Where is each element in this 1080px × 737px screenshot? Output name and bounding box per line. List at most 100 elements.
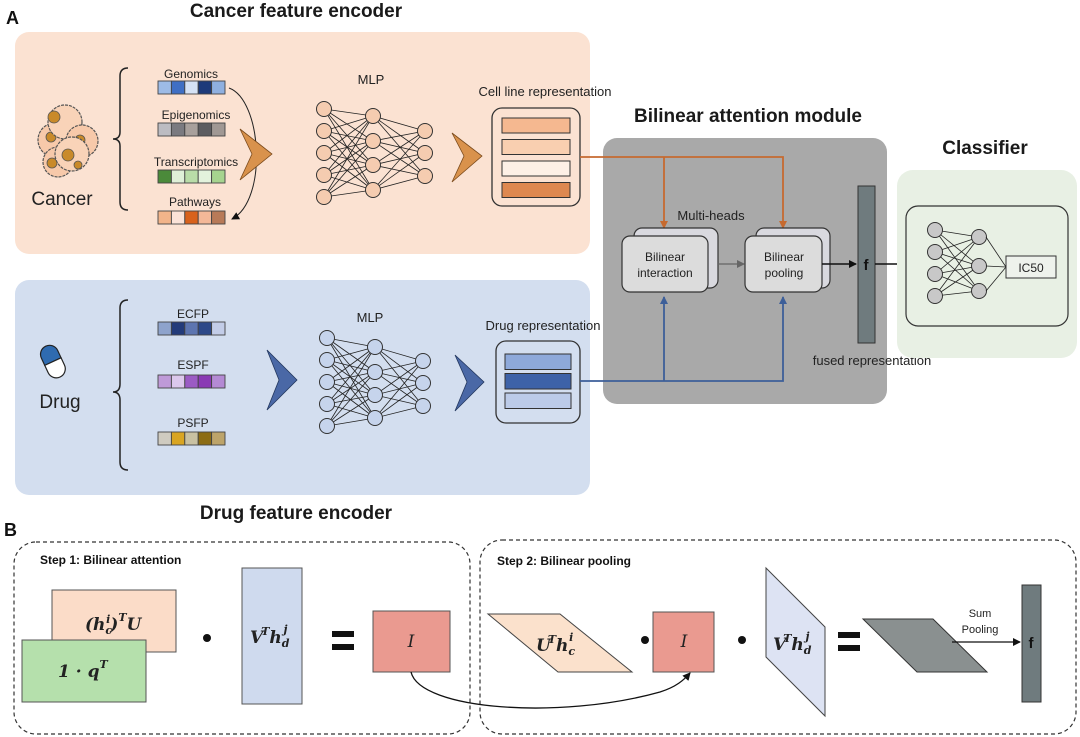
network-edge bbox=[372, 152, 426, 191]
drug-term-formula: VThdj bbox=[250, 623, 290, 650]
network-edge bbox=[323, 108, 374, 166]
step2-title: Step 2: Bilinear pooling bbox=[497, 554, 631, 568]
interaction-map-i bbox=[652, 611, 715, 673]
ic50-output-box bbox=[1005, 255, 1057, 279]
representation-slot bbox=[501, 182, 571, 198]
classifier-network bbox=[927, 222, 1007, 304]
network-edge bbox=[326, 394, 376, 427]
network-edge bbox=[934, 236, 980, 297]
feature-cell bbox=[170, 374, 186, 389]
feature-cell bbox=[211, 210, 226, 225]
network-edge bbox=[372, 130, 426, 142]
network-node bbox=[316, 123, 332, 139]
feature-cell bbox=[157, 122, 172, 137]
network-edge bbox=[372, 115, 426, 177]
feature-cell bbox=[170, 80, 186, 95]
network-edge bbox=[326, 403, 376, 419]
feature-vector-espf bbox=[157, 374, 226, 389]
feature-cell bbox=[211, 122, 226, 137]
cell-line-representation-label: Cell line representation bbox=[479, 84, 612, 99]
representation-slot bbox=[504, 353, 572, 370]
feature-cell bbox=[197, 431, 213, 446]
network-node bbox=[415, 398, 431, 414]
fused-output-symbol: f bbox=[1029, 635, 1035, 652]
network-node bbox=[365, 157, 381, 173]
interaction-map-label: I bbox=[407, 632, 415, 652]
network-edge bbox=[326, 337, 376, 419]
network-edge bbox=[326, 337, 376, 373]
feature-label-espf: ESPF bbox=[177, 358, 208, 372]
network-node bbox=[316, 167, 332, 183]
network-edge bbox=[374, 360, 424, 396]
right-term-parallelogram bbox=[765, 566, 826, 718]
sum-pooling-label-line1: Sum bbox=[969, 608, 992, 620]
panel-b-letter: B bbox=[4, 520, 17, 540]
network-edge bbox=[323, 108, 374, 117]
feature-cell bbox=[197, 374, 213, 389]
feature-cell bbox=[170, 122, 186, 137]
network-edge bbox=[372, 164, 426, 177]
feature-vector-ecfp bbox=[157, 321, 226, 336]
network-node bbox=[417, 168, 433, 184]
network-edge bbox=[323, 115, 374, 198]
drug-encoder-title: Drug feature encoder bbox=[200, 503, 393, 524]
network-node bbox=[367, 387, 383, 403]
feature-vector-epigenomics bbox=[157, 122, 226, 137]
network-edge bbox=[326, 346, 376, 361]
network-edge bbox=[934, 229, 980, 292]
network-edge bbox=[372, 140, 426, 154]
step1-container bbox=[13, 541, 471, 735]
feature-vector-genomics bbox=[157, 80, 226, 95]
network-node bbox=[417, 145, 433, 161]
feature-label-pathways: Pathways bbox=[169, 195, 221, 209]
network-edge bbox=[323, 140, 374, 176]
cancer-mlp-network bbox=[316, 101, 433, 205]
representation-slot bbox=[501, 139, 571, 155]
network-edge bbox=[326, 371, 376, 427]
representation-slot bbox=[501, 160, 571, 177]
network-node bbox=[971, 283, 987, 299]
network-node bbox=[927, 288, 943, 304]
network-node bbox=[319, 352, 335, 368]
fused-symbol: f bbox=[864, 257, 870, 274]
network-edge bbox=[374, 405, 424, 419]
q-term-matrix bbox=[21, 639, 147, 703]
cell-line-representation-bars bbox=[501, 117, 571, 198]
feature-cell bbox=[157, 321, 172, 336]
feature-cell bbox=[197, 210, 213, 225]
feature-cell bbox=[157, 169, 172, 184]
bilinear-pooling-label-line1: Bilinear bbox=[764, 250, 804, 264]
network-edge bbox=[374, 346, 424, 407]
network-node bbox=[367, 339, 383, 355]
step1-title: Step 1: Bilinear attention bbox=[40, 553, 181, 567]
panel-a-letter: A bbox=[6, 8, 19, 28]
network-edge bbox=[323, 140, 374, 198]
classifier-title: Classifier bbox=[942, 138, 1028, 159]
feature-cell bbox=[184, 374, 199, 389]
network-node bbox=[365, 133, 381, 149]
feature-cell bbox=[157, 431, 172, 446]
network-edge bbox=[326, 359, 376, 373]
chevron-right-icon bbox=[451, 132, 483, 183]
feature-cell bbox=[211, 321, 226, 336]
feature-cell bbox=[211, 80, 226, 95]
feature-cell bbox=[184, 431, 199, 446]
network-edge bbox=[934, 265, 980, 297]
network-node bbox=[319, 374, 335, 390]
feature-cell bbox=[211, 431, 226, 446]
feature-vector-transcriptomics bbox=[157, 169, 226, 184]
feature-label-ecfp: ECFP bbox=[177, 307, 209, 321]
network-node bbox=[927, 244, 943, 260]
network-node bbox=[927, 266, 943, 282]
drug-mlp-network bbox=[319, 330, 431, 434]
network-edge bbox=[323, 115, 374, 132]
network-edge bbox=[372, 130, 426, 166]
network-node bbox=[319, 396, 335, 412]
right-term-formula: VThdj bbox=[773, 630, 812, 657]
dot-operator bbox=[738, 636, 746, 644]
interaction-map-label: I bbox=[680, 632, 688, 652]
chevron-right-icon bbox=[454, 354, 485, 412]
drug-brace bbox=[112, 299, 129, 471]
feature-cell bbox=[157, 80, 172, 95]
